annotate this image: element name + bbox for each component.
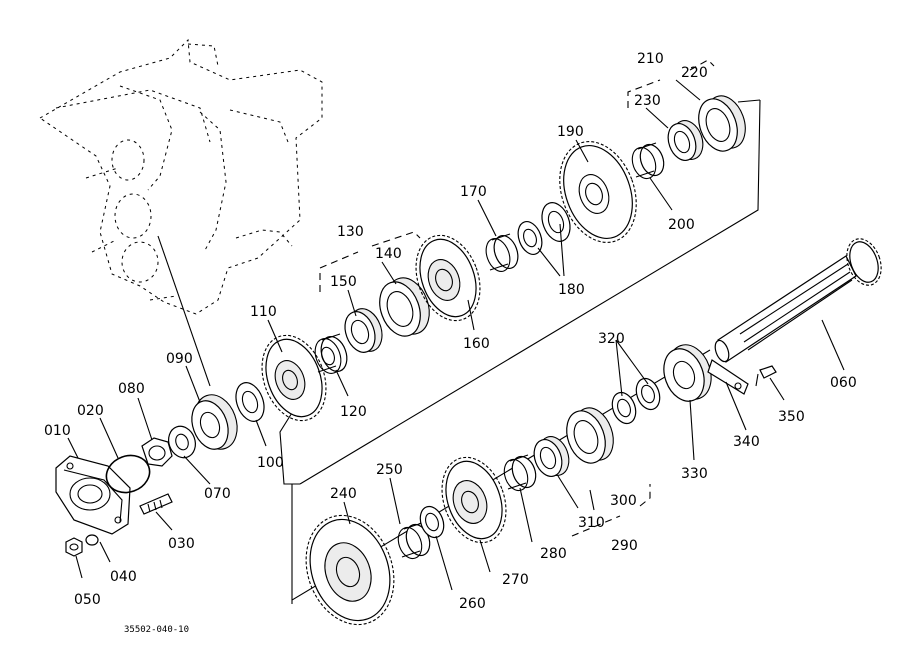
part-label-170: 170 [460, 184, 487, 200]
part-label-160: 160 [463, 336, 490, 352]
bearing-230 [667, 120, 704, 161]
washer-320b [635, 377, 661, 411]
bearing-310 [533, 436, 570, 477]
o-ring [105, 454, 151, 494]
group-outline-290 [571, 484, 651, 537]
part-label-280: 280 [540, 546, 567, 562]
part-label-190: 190 [557, 124, 584, 140]
ball-bearing-090 [191, 394, 238, 450]
thrust-washer-260 [419, 505, 445, 539]
part-label-230: 230 [634, 93, 661, 109]
transmission-case-outline [39, 38, 323, 387]
part-label-210: 210 [637, 51, 664, 67]
collar [168, 425, 196, 459]
part-label-330: 330 [681, 466, 708, 482]
part-label-240: 240 [330, 486, 357, 502]
group-outline-130 [319, 231, 421, 292]
part-label-180: 180 [558, 282, 585, 298]
needle-bearing-200 [631, 142, 665, 180]
part-label-300: 300 [610, 493, 637, 509]
part-label-120: 120 [340, 404, 367, 420]
part-label-130: 130 [337, 224, 364, 240]
gear-270 [441, 456, 507, 544]
retainer-plate [707, 359, 749, 395]
part-label-020: 020 [77, 403, 104, 419]
thrust-washer-180a [517, 220, 543, 256]
bearing-ring-300 [566, 407, 614, 464]
gear-160 [415, 234, 481, 322]
stud-bolt [139, 493, 173, 515]
part-label-090: 090 [166, 351, 193, 367]
bearing-150 [344, 308, 383, 353]
part-label-010: 010 [44, 423, 71, 439]
part-label-150: 150 [330, 274, 357, 290]
cover-plate [55, 455, 131, 535]
hex-nut-small [65, 537, 83, 557]
ball-bearing-330 [663, 344, 712, 402]
bearing-ring-220 [698, 95, 746, 152]
needle-bearing-280 [503, 454, 537, 492]
part-label-080: 080 [118, 381, 145, 397]
part-label-250: 250 [376, 462, 403, 478]
needle-bearing-250 [397, 522, 431, 560]
spring-washer [85, 534, 99, 546]
part-label-350: 350 [778, 409, 805, 425]
part-label-040: 040 [110, 569, 137, 585]
part-label-220: 220 [681, 65, 708, 81]
part-label-260: 260 [459, 596, 486, 612]
part-label-290: 290 [611, 538, 638, 554]
part-label-030: 030 [168, 536, 195, 552]
part-label-100: 100 [257, 455, 284, 471]
part-label-110: 110 [250, 304, 277, 320]
bolt-350 [755, 365, 777, 387]
part-label-320: 320 [598, 331, 625, 347]
leader-lines [67, 79, 845, 591]
thrust-washer-180b [541, 202, 571, 242]
diagram-reference-code: 35502-040-10 [124, 625, 189, 635]
main-shaft [714, 238, 882, 363]
part-labels: 010 020 030 040 050 060 070 080 090 100 … [44, 51, 857, 635]
bearing-ring-140 [379, 277, 430, 337]
part-label-070: 070 [204, 486, 231, 502]
washer-320a [611, 391, 637, 425]
gear-240 [305, 514, 395, 626]
part-label-200: 200 [668, 217, 695, 233]
group-outline-210 [627, 59, 715, 108]
needle-bearing-170 [485, 233, 519, 272]
part-label-140: 140 [375, 246, 402, 262]
part-label-340: 340 [733, 434, 760, 450]
part-label-060: 060 [830, 375, 857, 391]
needle-bearing-120 [314, 333, 348, 374]
part-label-270: 270 [502, 572, 529, 588]
part-label-050: 050 [74, 592, 101, 608]
gear-110 [261, 334, 327, 422]
part-label-310: 310 [578, 515, 605, 531]
lock-nut [141, 437, 173, 467]
thrust-washer-100 [235, 382, 265, 422]
